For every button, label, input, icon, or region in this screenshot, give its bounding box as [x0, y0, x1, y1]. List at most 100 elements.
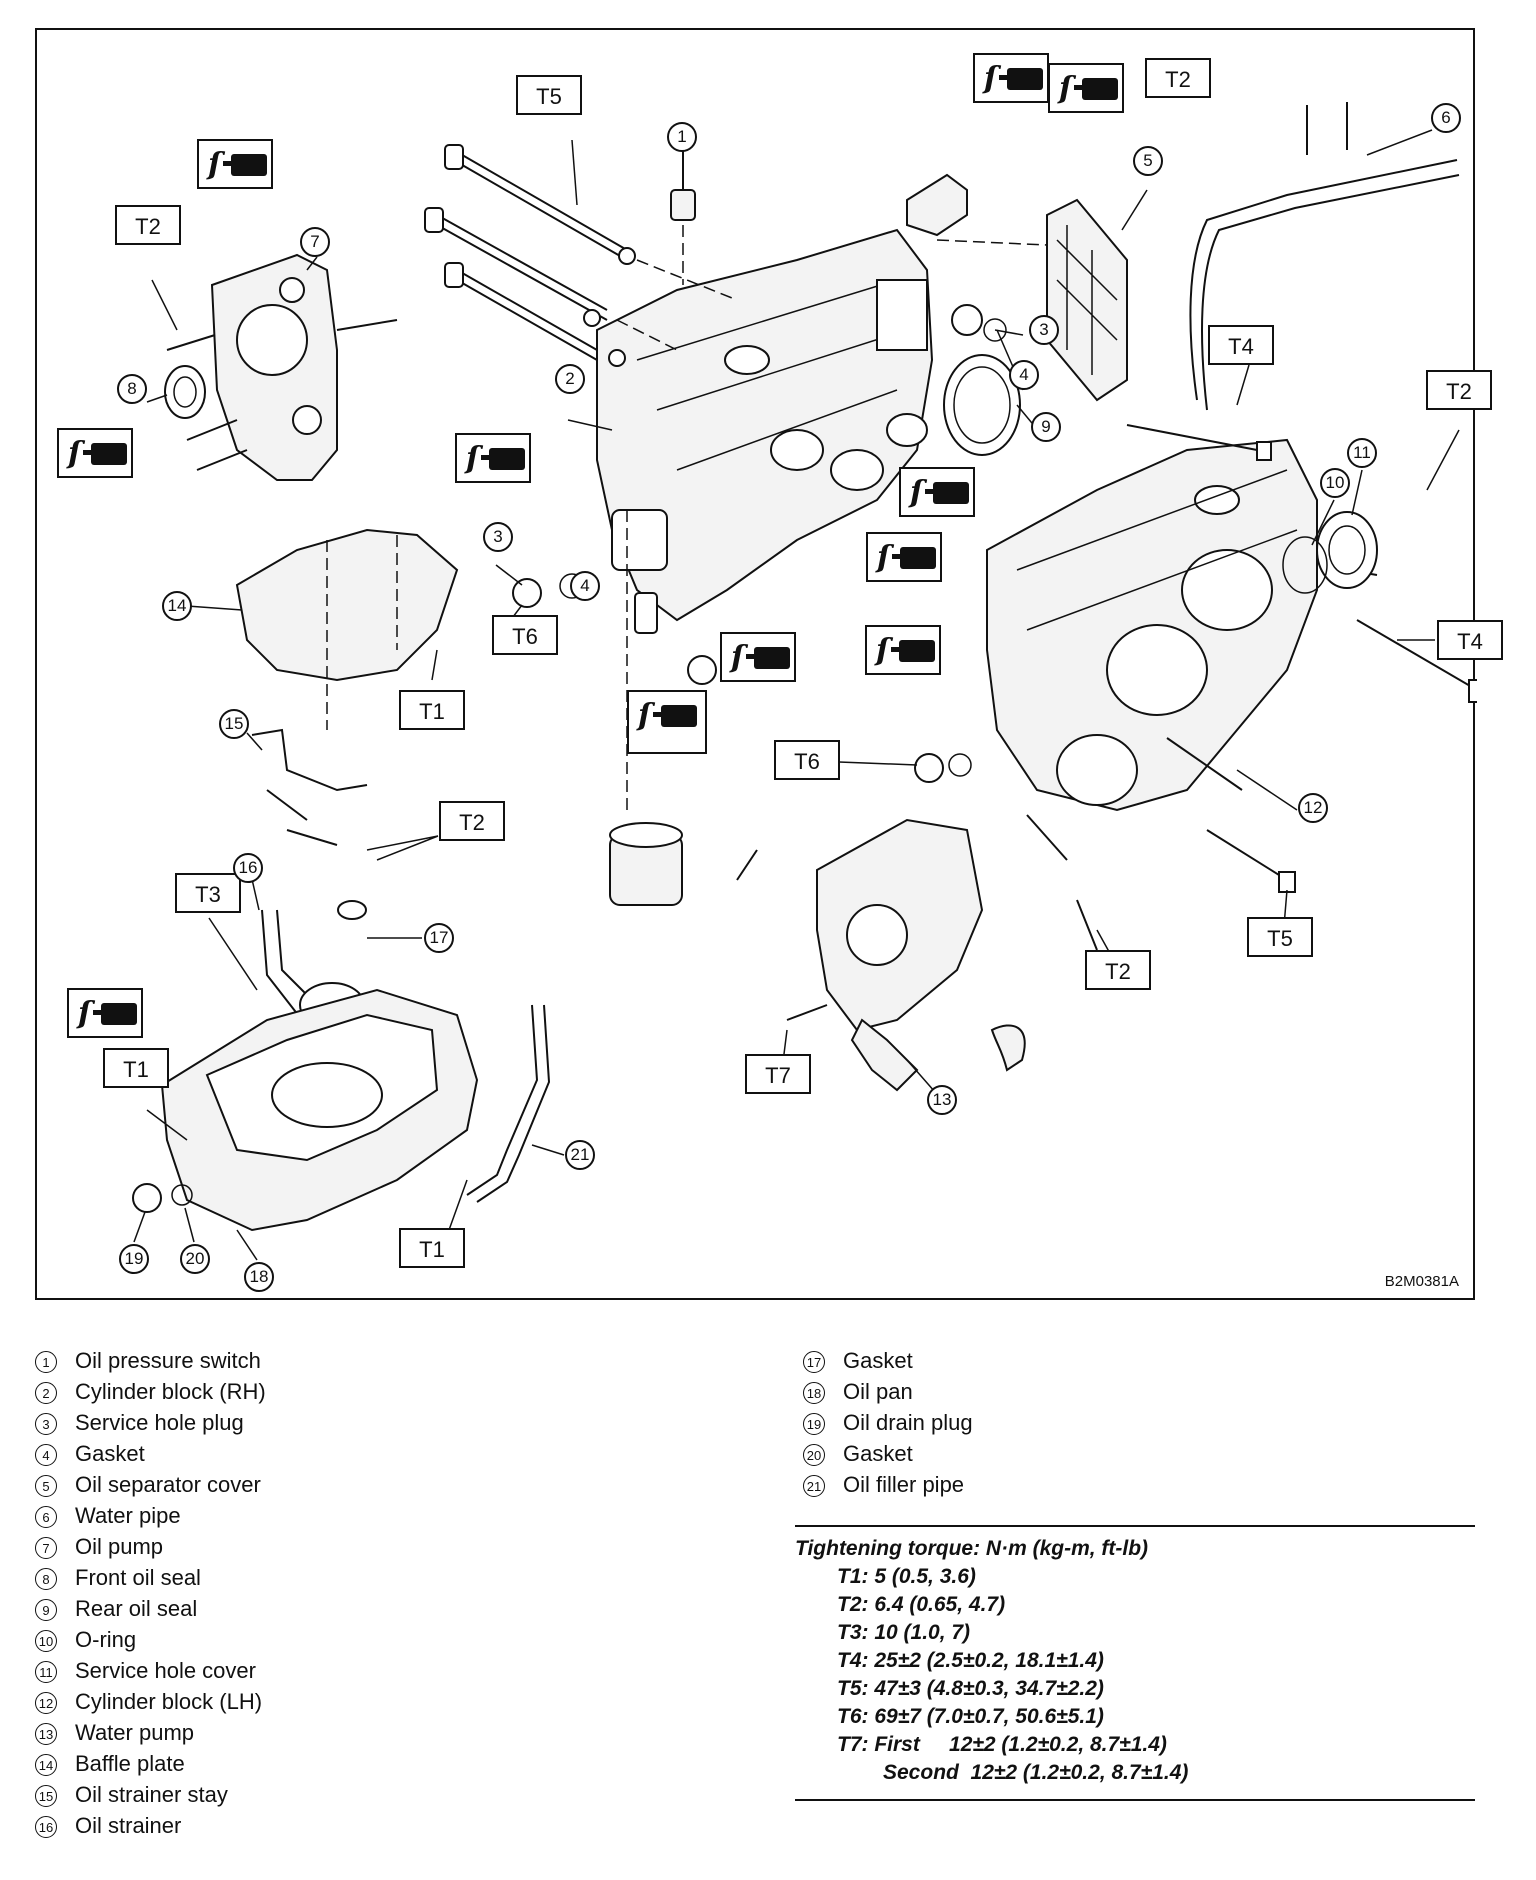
legend-number: 2: [35, 1382, 57, 1405]
legend-item: 2 Cylinder block (RH): [35, 1376, 266, 1407]
legend-label: Oil pump: [75, 1534, 164, 1559]
torque-box-t2-right: T2: [1426, 370, 1492, 410]
torque-row-t5: T5: 47±3 (4.8±0.3, 34.7±2.2): [837, 1677, 1104, 1700]
callout-2: 2: [555, 364, 585, 394]
torque-box-t6-right: T6: [774, 740, 840, 780]
oil-pan-drawing: [160, 988, 479, 1232]
torque-box-t4-top: T4: [1208, 325, 1274, 365]
torque-row-t7-second: Second 12±2 (1.2±0.2, 8.7±1.4): [883, 1761, 1189, 1784]
callout-11: 11: [1347, 438, 1377, 468]
legend-label: Oil strainer: [75, 1813, 182, 1838]
liquid-gasket-icon: [57, 428, 133, 478]
legend-label: Oil drain plug: [843, 1410, 973, 1435]
callout-4-right: 4: [1009, 360, 1039, 390]
liquid-gasket-icon: [973, 53, 1049, 103]
liquid-gasket-icon: [197, 139, 273, 189]
legend-label: Oil strainer stay: [75, 1782, 228, 1807]
oil-strainer-stay-drawing: [251, 728, 368, 846]
callout-8: 8: [117, 374, 147, 404]
legend-label: Gasket: [843, 1348, 913, 1373]
legend-number: 16: [35, 1816, 57, 1839]
legend-number: 8: [35, 1568, 57, 1591]
callout-14: 14: [162, 591, 192, 621]
legend-number: 1: [35, 1351, 57, 1374]
oil-separator-cover-drawing: [936, 198, 1128, 402]
legend-number: 12: [35, 1692, 57, 1715]
legend-label: Oil filler pipe: [843, 1472, 965, 1497]
callout-6: 6: [1431, 103, 1461, 133]
tightening-torque-table: Tightening torque: N·m (kg-m, ft-lb) T1:…: [795, 1525, 1475, 1801]
liquid-gasket-icon: [67, 988, 143, 1038]
legend-item: 13 Water pump: [35, 1717, 266, 1748]
exploded-engine-diagram: T5 T2 T2 T4 T2 T4 T6 T1 T6 T2 T3 T5 T2 T…: [35, 28, 1503, 1300]
torque-box-t1-baffle: T1: [399, 690, 465, 730]
legend-label: Gasket: [843, 1441, 913, 1466]
cylinder-block-rh-drawing: [596, 228, 934, 622]
legend-number: 20: [803, 1444, 825, 1467]
torque-box-t1-left: T1: [103, 1048, 169, 1088]
torque-row-t4: T4: 25±2 (2.5±0.2, 18.1±1.4): [837, 1649, 1104, 1672]
torque-heading: Tightening torque: N·m (kg-m, ft-lb): [795, 1537, 1149, 1560]
legend-number: 5: [35, 1475, 57, 1498]
legend-number: 13: [35, 1723, 57, 1746]
callout-4-left: 4: [570, 571, 600, 601]
torque-box-t7: T7: [745, 1054, 811, 1094]
callout-10: 10: [1320, 468, 1350, 498]
torque-box-t2-strainer: T2: [439, 801, 505, 841]
legend-label: Water pipe: [75, 1503, 181, 1528]
legend-item: 16 Oil strainer: [35, 1810, 266, 1841]
legend-label: Oil pan: [843, 1379, 913, 1404]
legend-item: 8 Front oil seal: [35, 1562, 266, 1593]
oil-pump-drawing: [166, 253, 398, 481]
legend-number: 18: [803, 1382, 825, 1405]
t5-bolts-drawing: [424, 144, 738, 367]
callout-12: 12: [1298, 793, 1328, 823]
callout-20: 20: [180, 1244, 210, 1274]
callout-18: 18: [244, 1262, 274, 1292]
legend-label: Gasket: [75, 1441, 145, 1466]
torque-row-t1: T1: 5 (0.5, 3.6): [837, 1565, 976, 1588]
parts-legend-left: 1 Oil pressure switch 2 Cylinder block (RH…: [35, 1345, 266, 1841]
liquid-gasket-icon: [1048, 63, 1124, 113]
legend-number: 7: [35, 1537, 57, 1560]
torque-row-t7-first: T7: First 12±2 (1.2±0.2, 8.7±1.4): [837, 1733, 1167, 1756]
water-pipe-drawing: [1189, 159, 1460, 411]
torque-box-t5-top: T5: [516, 75, 582, 115]
legend-label: Front oil seal: [75, 1565, 201, 1590]
water-pump-drawing: [736, 818, 1026, 1092]
callout-3-left: 3: [483, 522, 513, 552]
legend-number: 15: [35, 1785, 57, 1808]
legend-label: Cylinder block (LH): [75, 1689, 263, 1714]
callout-16: 16: [233, 853, 263, 883]
torque-box-t2-top-right: T2: [1145, 58, 1211, 98]
cylinder-block-lh-drawing: [986, 438, 1318, 812]
legend-label: Cylinder block (RH): [75, 1379, 266, 1404]
torque-box-t5-bottom: T5: [1247, 917, 1313, 957]
torque-box-t2-bottom: T2: [1085, 950, 1151, 990]
front-oil-seal-drawing: [164, 365, 206, 419]
legend-label: Water pump: [75, 1720, 195, 1745]
legend-item: 12 Cylinder block (LH): [35, 1686, 266, 1717]
torque-box-t3: T3: [175, 873, 241, 913]
bracket-drawing: [906, 173, 968, 237]
legend-number: 10: [35, 1630, 57, 1653]
legend-label: Service hole plug: [75, 1410, 244, 1435]
oil-can-icon: [627, 690, 707, 754]
legend-number: 11: [35, 1661, 57, 1684]
rear-oil-seal-drawing: [943, 354, 1021, 456]
legend-label: Oil pressure switch: [75, 1348, 261, 1373]
oil-filter-drawing: [609, 510, 683, 906]
torque-box-t1-bottom: T1: [399, 1228, 465, 1268]
torque-row-t2: T2: 6.4 (0.65, 4.7): [837, 1593, 1006, 1616]
oil-pressure-switch-drawing: [670, 150, 696, 285]
legend-label: Baffle plate: [75, 1751, 185, 1776]
callout-1: 1: [667, 122, 697, 152]
liquid-gasket-icon: [455, 433, 531, 483]
